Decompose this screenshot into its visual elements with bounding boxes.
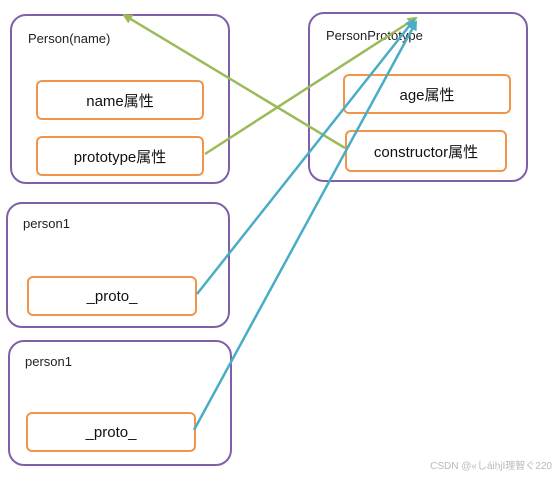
constructor-property: constructor属性 [345, 130, 507, 172]
person1-second-instance-box: person1 _proto_ [8, 340, 232, 466]
person-constructor-box: Person(name) name属性 prototype属性 [10, 14, 230, 184]
age-property: age属性 [343, 74, 511, 114]
prototype-property: prototype属性 [36, 136, 204, 176]
person1-proto-property: _proto_ [27, 276, 197, 316]
proto2-to-personprototype-arrow [192, 20, 418, 431]
person-constructor-title: Person(name) [28, 31, 111, 46]
person1-instance-box: person1 _proto_ [6, 202, 230, 328]
person1-instance-title: person1 [23, 216, 70, 231]
watermark: CSDN @«しáiḥjI理智ぐ220 [430, 461, 552, 472]
name-property: name属性 [36, 80, 204, 120]
constructor-to-person-arrow [122, 13, 346, 150]
proto1-to-personprototype-arrow [196, 18, 416, 295]
person1-second-instance-title: person1 [25, 354, 72, 369]
person-prototype-box: PersonPrototype age属性 constructor属性 [308, 12, 528, 182]
prototype-to-personprototype-arrow [204, 16, 418, 156]
person1-second-proto-property: _proto_ [26, 412, 196, 452]
